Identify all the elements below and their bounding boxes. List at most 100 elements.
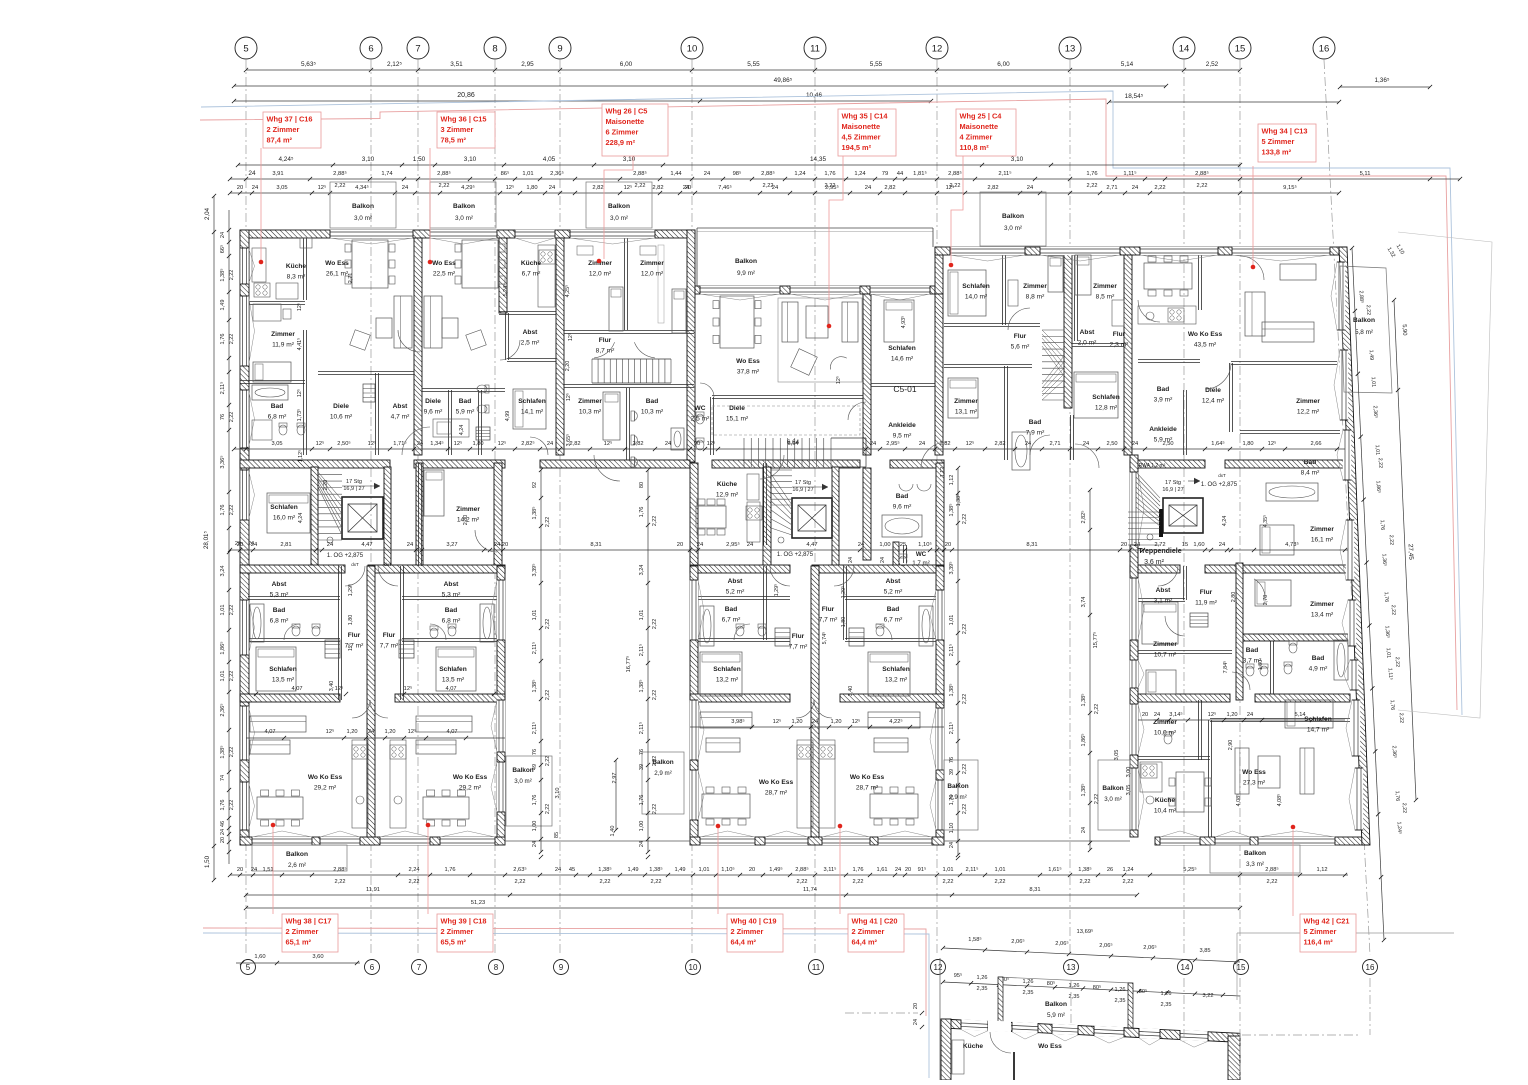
svg-text:4,08⁵: 4,08⁵	[1277, 794, 1283, 807]
svg-text:24: 24	[1247, 712, 1253, 718]
svg-text:4,24⁵: 4,24⁵	[278, 156, 293, 163]
svg-text:Whg 39 | C18: Whg 39 | C18	[441, 917, 487, 926]
svg-text:Zimmer: Zimmer	[1153, 719, 1177, 726]
svg-text:1,38⁵: 1,38⁵	[531, 507, 538, 520]
svg-text:1,38⁵: 1,38⁵	[948, 504, 955, 517]
svg-text:2,22: 2,22	[545, 517, 551, 527]
svg-text:4,34⁵: 4,34⁵	[355, 184, 369, 191]
svg-text:2,12⁵: 2,12⁵	[387, 61, 402, 68]
svg-text:20: 20	[913, 1003, 919, 1009]
svg-text:20: 20	[945, 542, 951, 548]
svg-text:Flur: Flur	[383, 632, 396, 639]
svg-text:3,0 m²: 3,0 m²	[354, 215, 372, 222]
svg-text:2,22: 2,22	[962, 624, 968, 634]
svg-text:1,38⁵: 1,38⁵	[219, 745, 226, 758]
svg-text:1,76: 1,76	[639, 507, 645, 518]
svg-text:1. OG +2,875: 1. OG +2,875	[1201, 482, 1238, 488]
svg-text:3,40: 3,40	[329, 681, 335, 692]
svg-text:14,7 m²: 14,7 m²	[1307, 727, 1330, 734]
svg-text:Bad: Bad	[459, 398, 471, 405]
svg-text:Zimmer: Zimmer	[578, 398, 602, 405]
svg-text:Schlafen: Schlafen	[888, 345, 915, 352]
svg-text:20: 20	[237, 185, 243, 191]
svg-text:12⁵: 12⁵	[348, 643, 354, 651]
svg-text:76: 76	[949, 757, 955, 763]
svg-text:228,9 m²: 228,9 m²	[606, 138, 636, 147]
svg-text:Diele: Diele	[425, 398, 441, 405]
svg-text:2,22: 2,22	[1267, 879, 1278, 885]
svg-text:24: 24	[697, 542, 704, 548]
svg-text:15: 15	[1182, 542, 1188, 548]
svg-text:24: 24	[407, 542, 414, 548]
svg-text:6: 6	[370, 963, 375, 972]
svg-text:1,38⁵: 1,38⁵	[1080, 784, 1087, 797]
svg-text:8,7 m²: 8,7 m²	[596, 348, 615, 355]
svg-text:1,36⁵: 1,36⁵	[1374, 77, 1389, 84]
svg-text:2,36⁵: 2,36⁵	[219, 703, 226, 716]
svg-text:Zimmer: Zimmer	[1153, 641, 1177, 648]
svg-text:3,85: 3,85	[1199, 948, 1210, 954]
svg-text:Zimmer: Zimmer	[271, 331, 295, 338]
svg-text:2,88⁵: 2,88⁵	[1195, 170, 1209, 177]
svg-text:2,80: 2,80	[1231, 592, 1237, 603]
svg-text:Abst: Abst	[444, 581, 459, 588]
svg-text:20: 20	[220, 837, 226, 843]
svg-text:16,9 | 27: 16,9 | 27	[792, 487, 813, 493]
svg-text:1,10⁵: 1,10⁵	[721, 866, 735, 873]
svg-text:12⁵: 12⁵	[335, 685, 344, 692]
svg-text:4,5 Zimmer: 4,5 Zimmer	[842, 133, 881, 142]
svg-text:Whg 37 | C16: Whg 37 | C16	[267, 115, 313, 124]
svg-text:27,3 m²: 27,3 m²	[1243, 780, 1266, 787]
svg-text:10,7 m²: 10,7 m²	[1154, 652, 1177, 659]
svg-text:5,2 m²: 5,2 m²	[884, 589, 903, 596]
svg-text:2,22: 2,22	[1080, 879, 1091, 885]
svg-text:5,90: 5,90	[1401, 324, 1408, 336]
svg-text:2,0 m²: 2,0 m²	[1078, 340, 1097, 347]
svg-text:RWA 1,2 m²: RWA 1,2 m²	[1139, 463, 1166, 469]
svg-text:Zimmer: Zimmer	[456, 506, 480, 513]
svg-text:3,0 m²: 3,0 m²	[1004, 225, 1022, 232]
svg-text:2,36⁵: 2,36⁵	[1391, 745, 1398, 758]
svg-text:24: 24	[919, 441, 925, 447]
svg-text:1,49: 1,49	[220, 300, 226, 311]
svg-text:1,76: 1,76	[824, 171, 835, 177]
svg-text:12⁵: 12⁵	[316, 440, 325, 447]
svg-text:5 Zimmer: 5 Zimmer	[1304, 927, 1337, 936]
svg-text:2,66: 2,66	[1310, 441, 1321, 447]
svg-text:2,22: 2,22	[229, 505, 235, 516]
svg-text:Abst: Abst	[1156, 587, 1171, 594]
svg-text:Schlafen: Schlafen	[518, 398, 545, 405]
svg-text:1,58⁵: 1,58⁵	[968, 936, 982, 943]
svg-text:1,38⁵: 1,38⁵	[219, 268, 226, 281]
svg-text:24: 24	[895, 867, 901, 873]
svg-text:Flur: Flur	[1014, 333, 1027, 340]
svg-text:79: 79	[882, 171, 888, 177]
svg-text:1,00: 1,00	[879, 542, 890, 548]
svg-text:26: 26	[1107, 867, 1113, 873]
svg-text:1,60: 1,60	[1193, 542, 1204, 548]
svg-text:28,7 m²: 28,7 m²	[765, 790, 788, 797]
svg-text:3,36⁵: 3,36⁵	[219, 455, 226, 468]
svg-text:2,22: 2,22	[409, 879, 420, 885]
svg-text:2,22: 2,22	[335, 183, 346, 189]
svg-text:2,5 m²: 2,5 m²	[691, 416, 710, 423]
svg-text:1,20: 1,20	[1226, 712, 1237, 718]
svg-text:12: 12	[932, 44, 943, 55]
svg-text:Balkon: Balkon	[652, 759, 673, 766]
svg-text:3,0 m²: 3,0 m²	[610, 215, 628, 222]
svg-text:Zimmer: Zimmer	[1310, 601, 1334, 608]
svg-text:1,38⁵: 1,38⁵	[956, 494, 962, 507]
svg-text:1,49: 1,49	[674, 867, 685, 873]
svg-text:24: 24	[252, 185, 259, 191]
svg-text:24: 24	[547, 441, 553, 447]
svg-text:2,22: 2,22	[545, 690, 551, 700]
svg-text:2,95⁵: 2,95⁵	[726, 541, 740, 548]
svg-text:5,63⁵: 5,63⁵	[301, 61, 316, 68]
svg-text:87,4 m²: 87,4 m²	[267, 136, 293, 145]
svg-text:11,9 m²: 11,9 m²	[272, 342, 295, 349]
svg-text:13,2 m²: 13,2 m²	[716, 677, 739, 684]
svg-text:8,31: 8,31	[590, 542, 601, 548]
svg-text:12⁵: 12⁵	[624, 184, 633, 191]
svg-text:6,00: 6,00	[620, 61, 633, 68]
svg-text:2,11⁵: 2,11⁵	[998, 170, 1012, 177]
